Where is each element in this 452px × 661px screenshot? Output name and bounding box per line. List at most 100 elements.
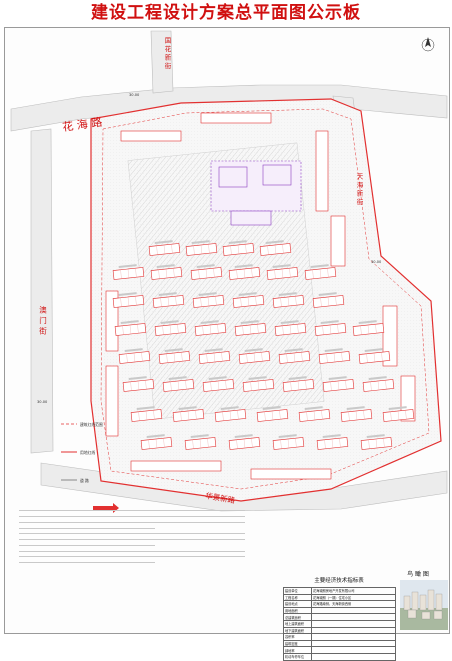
table-row: 用地面积 <box>283 606 396 615</box>
residential-building <box>318 348 351 364</box>
table-row: 绿地率 <box>283 646 396 654</box>
residential-building <box>114 320 147 336</box>
residential-building <box>242 376 275 392</box>
residential-building <box>259 240 292 256</box>
design-notes <box>19 506 245 566</box>
dimension-label: 30.00 <box>37 400 48 404</box>
road-aomen <box>30 128 54 454</box>
residential-building <box>312 292 345 308</box>
residential-building <box>228 264 261 280</box>
road-guohua <box>150 30 174 94</box>
residential-building <box>232 292 265 308</box>
table-row: 地下建筑面积 <box>283 626 396 635</box>
table-label-cell: 总建筑面积 <box>283 613 312 621</box>
table-label-cell: 地上建筑面积 <box>283 619 312 628</box>
table-row: 建设地点花海路南侧，天海新街西侧 <box>283 600 396 608</box>
road-label-north: 花 海 路 <box>61 115 103 134</box>
table-value-cell: 花海城朗房地产开发有限公司 <box>311 587 396 595</box>
table-label-cell: 建设单位 <box>283 587 312 595</box>
table-value-cell <box>311 646 396 654</box>
residential-building <box>198 348 231 364</box>
residential-building <box>322 376 355 392</box>
table-row: 建筑密度 <box>283 639 396 648</box>
residential-building <box>162 376 195 392</box>
table-value-cell <box>311 652 396 661</box>
residential-building <box>358 348 391 364</box>
site-plan: 花 海 路 国花新街 天海新街 澳门街 华景新路 30.00 30.00 30.… <box>10 30 448 513</box>
residential-building <box>266 264 299 280</box>
birdseye-title: 鸟 瞰 图 <box>407 571 429 578</box>
table-row: 建设单位花海城朗房地产开发有限公司 <box>283 587 396 595</box>
drawing-sheet: 花 海 路 国花新街 天海新街 澳门街 华景新路 30.00 30.00 30.… <box>4 27 450 634</box>
legend-item: 道 路 <box>80 478 89 483</box>
table-value-cell: 花海城朗（一期）住宅小区 <box>311 593 396 602</box>
residential-building <box>185 240 218 256</box>
residential-building <box>158 348 191 364</box>
residential-building <box>130 406 163 422</box>
residential-building <box>122 376 155 392</box>
residential-building <box>154 320 187 336</box>
table-label-cell: 绿地率 <box>283 646 312 654</box>
table-value-cell <box>311 639 396 648</box>
residential-building <box>214 406 247 422</box>
residential-buildings <box>112 240 415 450</box>
road-label-west: 澳门街 <box>38 305 47 338</box>
table-label-cell: 工程名称 <box>283 593 312 602</box>
residential-building <box>314 320 347 336</box>
table-row: 总建筑面积 <box>283 613 396 621</box>
residential-building <box>118 348 151 364</box>
residential-building <box>256 406 289 422</box>
residential-building <box>382 406 415 422</box>
entrance-arrow-icon <box>93 503 119 513</box>
road-label-west-top: 国花新街 <box>163 37 171 71</box>
dimension-label: 30.00 <box>371 260 382 264</box>
residential-building <box>278 348 311 364</box>
residential-building <box>192 292 225 308</box>
residential-building <box>228 434 261 450</box>
residential-building <box>304 264 337 280</box>
residential-building <box>112 264 145 280</box>
table-value-cell <box>311 606 396 615</box>
legend-item: 用地红线 <box>80 450 95 455</box>
page-title: 建设工程设计方案总平面图公示板 <box>91 3 361 23</box>
residential-building <box>282 376 315 392</box>
table-row: 地上建筑面积 <box>283 619 396 628</box>
legend-item: 建筑红线范围 <box>80 422 103 427</box>
kindergarten-zone <box>210 160 302 226</box>
table-title: 主要经济技术指标表 <box>314 578 364 584</box>
table-label-cell: 地下建筑面积 <box>283 626 312 635</box>
table-value-cell <box>311 613 396 621</box>
residential-building <box>238 348 271 364</box>
table-value-cell <box>311 619 396 628</box>
residential-building <box>152 292 185 308</box>
table-value-cell <box>311 626 396 635</box>
table-value-cell: 花海路南侧，天海新街西侧 <box>311 600 396 608</box>
residential-building <box>352 320 385 336</box>
economic-indicators-table: 主要经济技术指标表 建设单位花海城朗房地产开发有限公司工程名称花海城朗（一期）住… <box>283 576 396 661</box>
residential-building <box>148 240 181 256</box>
dimension-label: 30.00 <box>129 93 140 97</box>
residential-building <box>140 434 173 450</box>
building-line <box>100 108 430 490</box>
table-label-cell: 建筑密度 <box>283 639 312 648</box>
residential-building <box>222 240 255 256</box>
residential-building <box>112 292 145 308</box>
residential-building <box>360 434 393 450</box>
table-label-cell: 建设地点 <box>283 600 312 608</box>
residential-building <box>362 376 395 392</box>
residential-building <box>184 434 217 450</box>
residential-building <box>234 320 267 336</box>
table-row: 工程名称花海城朗（一期）住宅小区 <box>283 593 396 602</box>
residential-building <box>194 320 227 336</box>
residential-building <box>316 434 349 450</box>
table-label-cell: 用地面积 <box>283 606 312 615</box>
residential-building <box>272 434 305 450</box>
residential-building <box>172 406 205 422</box>
legend: 建筑红线范围 用地红线 道 路 <box>61 422 103 483</box>
table-row: 机动车停车位 <box>283 652 396 661</box>
north-arrow-icon <box>421 37 435 52</box>
residential-building <box>202 376 235 392</box>
road-label-east: 天海新街 <box>355 173 363 207</box>
birdseye-rendering <box>400 580 448 630</box>
residential-building <box>150 264 183 280</box>
